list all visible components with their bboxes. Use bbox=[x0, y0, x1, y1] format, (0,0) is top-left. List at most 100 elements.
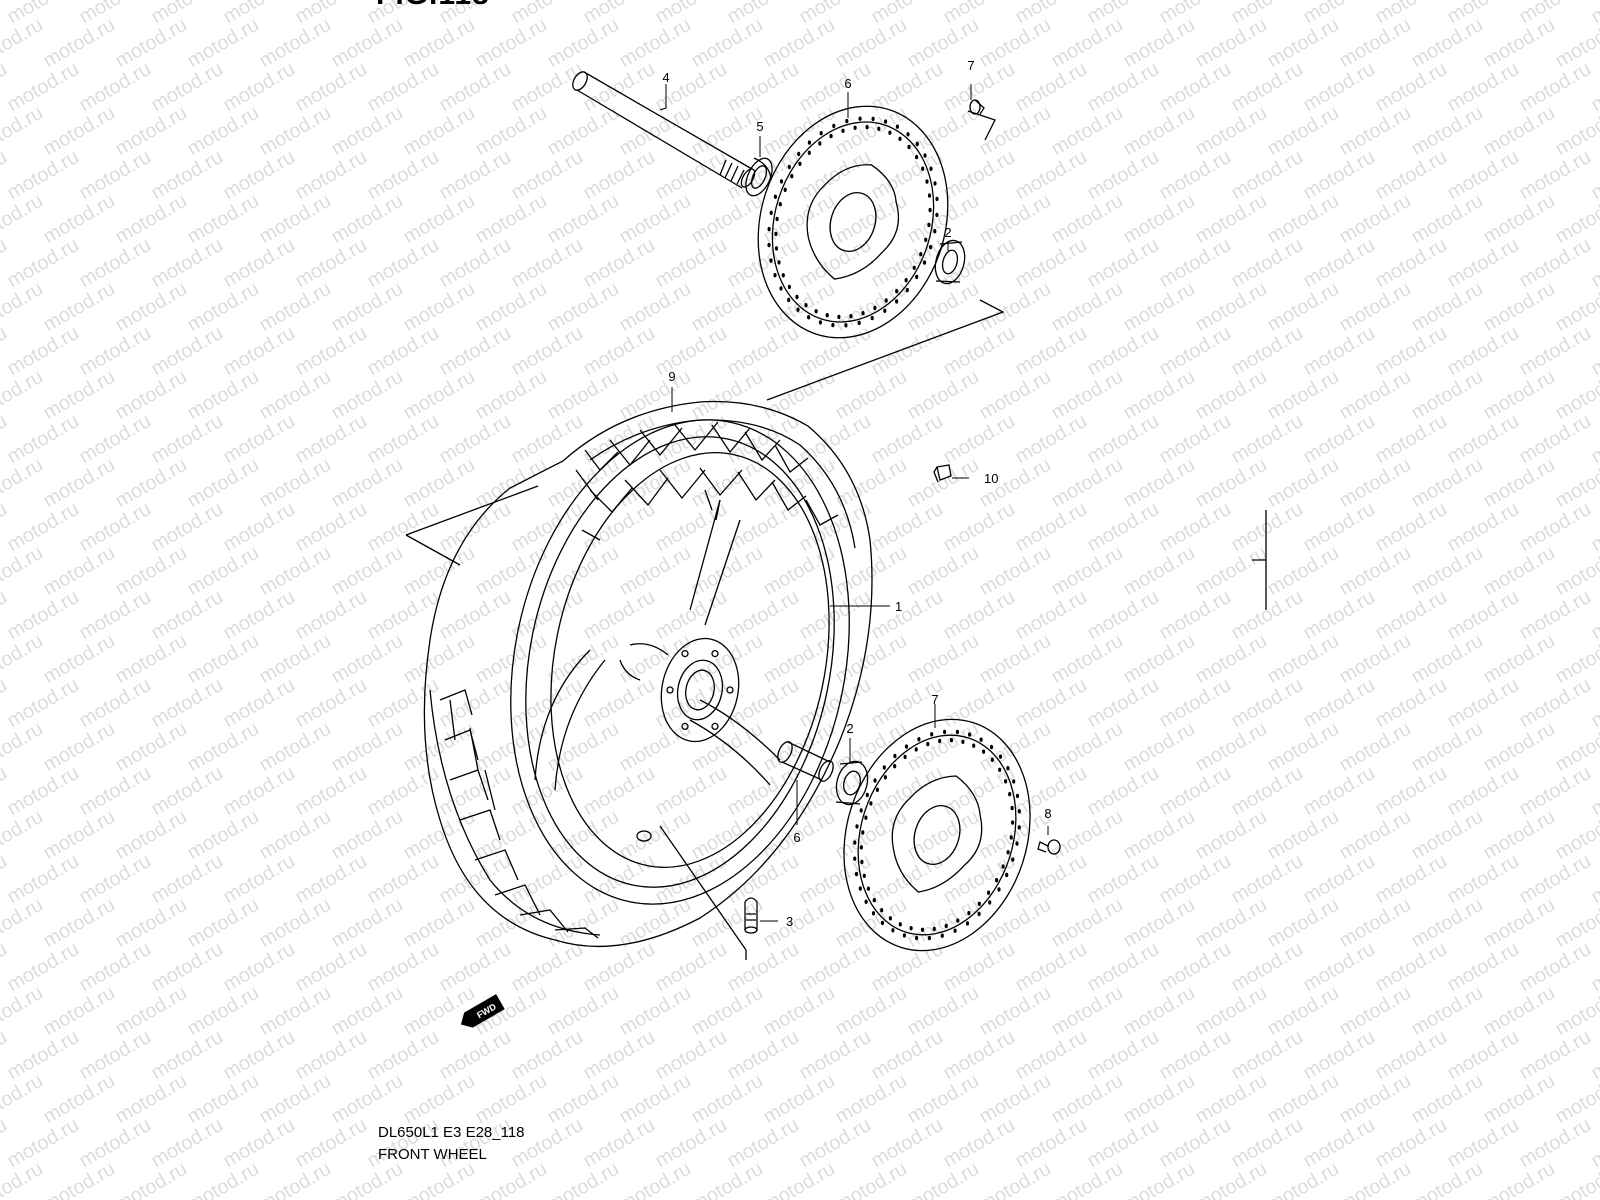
vent-hole bbox=[829, 133, 833, 139]
vent-hole bbox=[773, 273, 777, 278]
vent-hole bbox=[1011, 857, 1015, 862]
vent-hole bbox=[930, 732, 934, 737]
vent-hole bbox=[906, 132, 910, 137]
vent-hole bbox=[927, 935, 932, 941]
vent-hole bbox=[779, 179, 784, 184]
vent-hole bbox=[781, 273, 785, 278]
callout-7-lower: 8 bbox=[1044, 806, 1051, 821]
vent-hole bbox=[859, 845, 864, 850]
vent-hole bbox=[1015, 841, 1019, 846]
vent-hole bbox=[853, 125, 857, 130]
front-tire bbox=[423, 400, 873, 948]
vent-hole bbox=[912, 265, 916, 270]
vent-hole bbox=[819, 131, 823, 136]
vent-hole bbox=[909, 926, 913, 931]
callout-5: 6 bbox=[793, 830, 800, 845]
vent-hole bbox=[807, 315, 811, 320]
vent-hole bbox=[865, 124, 869, 130]
vent-hole bbox=[773, 194, 778, 199]
vent-hole bbox=[1017, 809, 1021, 814]
vent-hole bbox=[902, 933, 907, 938]
vent-hole bbox=[888, 916, 893, 921]
vent-hole bbox=[872, 898, 876, 903]
vent-hole bbox=[787, 164, 791, 170]
hub-bolt-hole bbox=[681, 649, 689, 658]
vent-hole bbox=[935, 196, 939, 202]
vent-hole bbox=[787, 284, 792, 290]
front-axle bbox=[572, 71, 756, 189]
vent-hole bbox=[804, 303, 808, 308]
vent-hole bbox=[1012, 779, 1016, 784]
hub-bolt-hole bbox=[726, 686, 734, 694]
vent-hole bbox=[1011, 820, 1015, 825]
front-wheel-rim bbox=[510, 419, 850, 905]
vent-hole bbox=[904, 744, 909, 749]
vent-hole bbox=[1004, 779, 1008, 784]
callout-10: 10 bbox=[984, 471, 998, 486]
vent-hole bbox=[1001, 864, 1005, 869]
vent-hole bbox=[884, 298, 888, 303]
oil-seal bbox=[745, 157, 773, 197]
vent-hole bbox=[898, 136, 902, 141]
vent-hole bbox=[944, 923, 948, 929]
vent-hole bbox=[898, 922, 902, 927]
vent-hole bbox=[907, 144, 911, 150]
vent-hole bbox=[888, 130, 892, 135]
model-code: DL650L1 E3 E28_118 bbox=[378, 1124, 525, 1141]
vent-hole bbox=[844, 323, 848, 328]
vent-hole bbox=[862, 873, 866, 878]
balance-weight bbox=[933, 464, 952, 483]
vent-hole bbox=[882, 765, 886, 770]
callout-2-upper: 2 bbox=[944, 225, 951, 240]
vent-hole bbox=[920, 927, 925, 932]
callout-6-upper: 6 bbox=[844, 76, 851, 91]
vent-hole bbox=[943, 729, 947, 735]
vent-hole bbox=[895, 124, 900, 129]
vent-hole bbox=[915, 274, 919, 280]
vent-hole bbox=[961, 739, 965, 744]
vent-hole bbox=[871, 911, 876, 916]
disc-vent-holes bbox=[853, 729, 1021, 941]
vent-hole bbox=[940, 933, 944, 938]
wheel-hub bbox=[619, 637, 740, 743]
vent-hole bbox=[1006, 766, 1010, 771]
vent-hole bbox=[837, 314, 841, 320]
vent-hole bbox=[977, 901, 981, 906]
vent-hole bbox=[832, 123, 836, 129]
figure-name: FRONT WHEEL bbox=[378, 1146, 487, 1163]
vent-hole bbox=[1009, 835, 1013, 840]
vent-hole bbox=[854, 871, 859, 877]
vent-hole bbox=[779, 286, 783, 291]
vent-hole bbox=[864, 815, 868, 820]
vent-hole bbox=[790, 174, 794, 179]
callout-2-lower: 2 bbox=[846, 721, 853, 736]
vent-hole bbox=[891, 928, 895, 933]
vent-hole bbox=[769, 210, 773, 215]
hub-bolt-hole bbox=[711, 722, 719, 731]
vent-hole bbox=[814, 309, 818, 314]
callout-9: 3 bbox=[786, 914, 793, 929]
hub-bolt-hole bbox=[681, 722, 689, 731]
vent-hole bbox=[925, 179, 929, 184]
vent-hole bbox=[845, 118, 849, 124]
vent-hole bbox=[926, 741, 930, 747]
callout-leaders bbox=[659, 84, 1049, 922]
vent-hole bbox=[914, 747, 918, 752]
vent-hole bbox=[880, 908, 884, 913]
vent-hole bbox=[955, 729, 960, 735]
vent-hole bbox=[855, 824, 859, 829]
vent-hole bbox=[929, 166, 933, 171]
vent-hole bbox=[853, 856, 857, 861]
vent-hole bbox=[1006, 850, 1010, 855]
vent-hole bbox=[865, 792, 869, 798]
vent-hole bbox=[807, 140, 812, 145]
vent-hole bbox=[883, 308, 887, 313]
vent-hole bbox=[864, 899, 868, 904]
vent-hole bbox=[895, 289, 899, 294]
vent-hole bbox=[927, 222, 931, 228]
callout-8: 9 bbox=[668, 369, 675, 384]
vent-hole bbox=[915, 141, 919, 147]
vent-hole bbox=[880, 920, 885, 926]
vent-hole bbox=[982, 749, 986, 754]
